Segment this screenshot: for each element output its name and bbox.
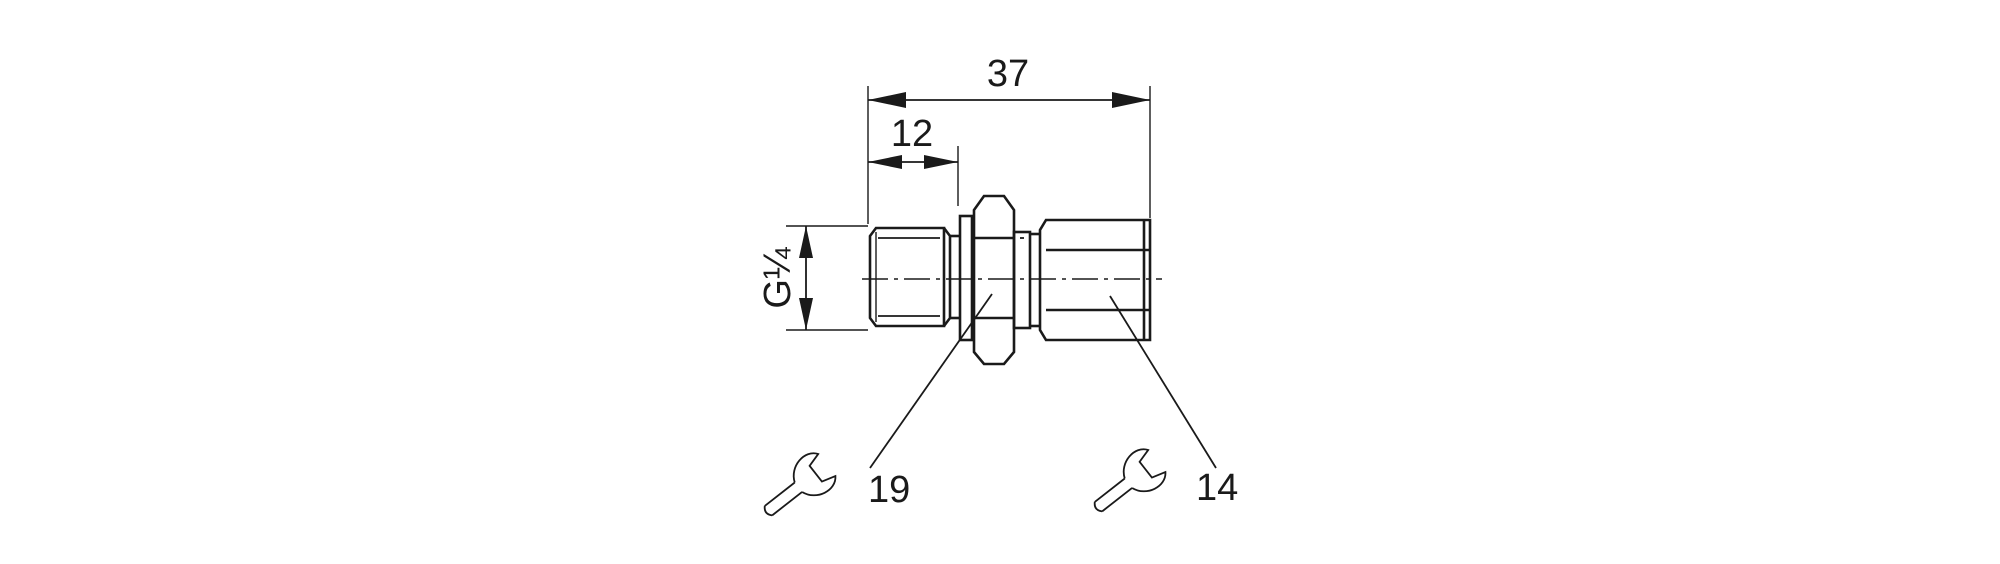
dimension-overall-length: 37	[868, 53, 1150, 108]
hex-body	[1030, 218, 1152, 342]
leader-hex-body	[1109, 295, 1217, 469]
dimension-thread-length: 12	[868, 113, 958, 169]
dimension-label-overall-length: 37	[987, 53, 1029, 95]
wrench-size-14: 14	[1196, 467, 1238, 509]
leader-lines	[869, 293, 1217, 469]
leader-hex-nut	[869, 293, 993, 469]
wrench-size-19: 19	[868, 469, 910, 511]
wrench-icon	[763, 452, 837, 517]
wrench-callout-19: 19	[763, 452, 910, 517]
hex-nut	[972, 194, 1016, 366]
dimension-label-thread-size: G¼	[757, 246, 799, 309]
threaded-end	[868, 226, 946, 328]
dimension-label-thread-length: 12	[891, 113, 933, 155]
dimension-thread-size: G¼	[757, 226, 813, 330]
nut-shoulder	[1012, 230, 1032, 330]
fitting-body	[868, 194, 1152, 366]
wrench-callout-14: 14	[1093, 448, 1238, 513]
wrench-icon	[1093, 448, 1167, 513]
thread-undercut	[942, 227, 960, 327]
extension-lines	[786, 86, 1151, 331]
washer-flange	[958, 214, 974, 342]
